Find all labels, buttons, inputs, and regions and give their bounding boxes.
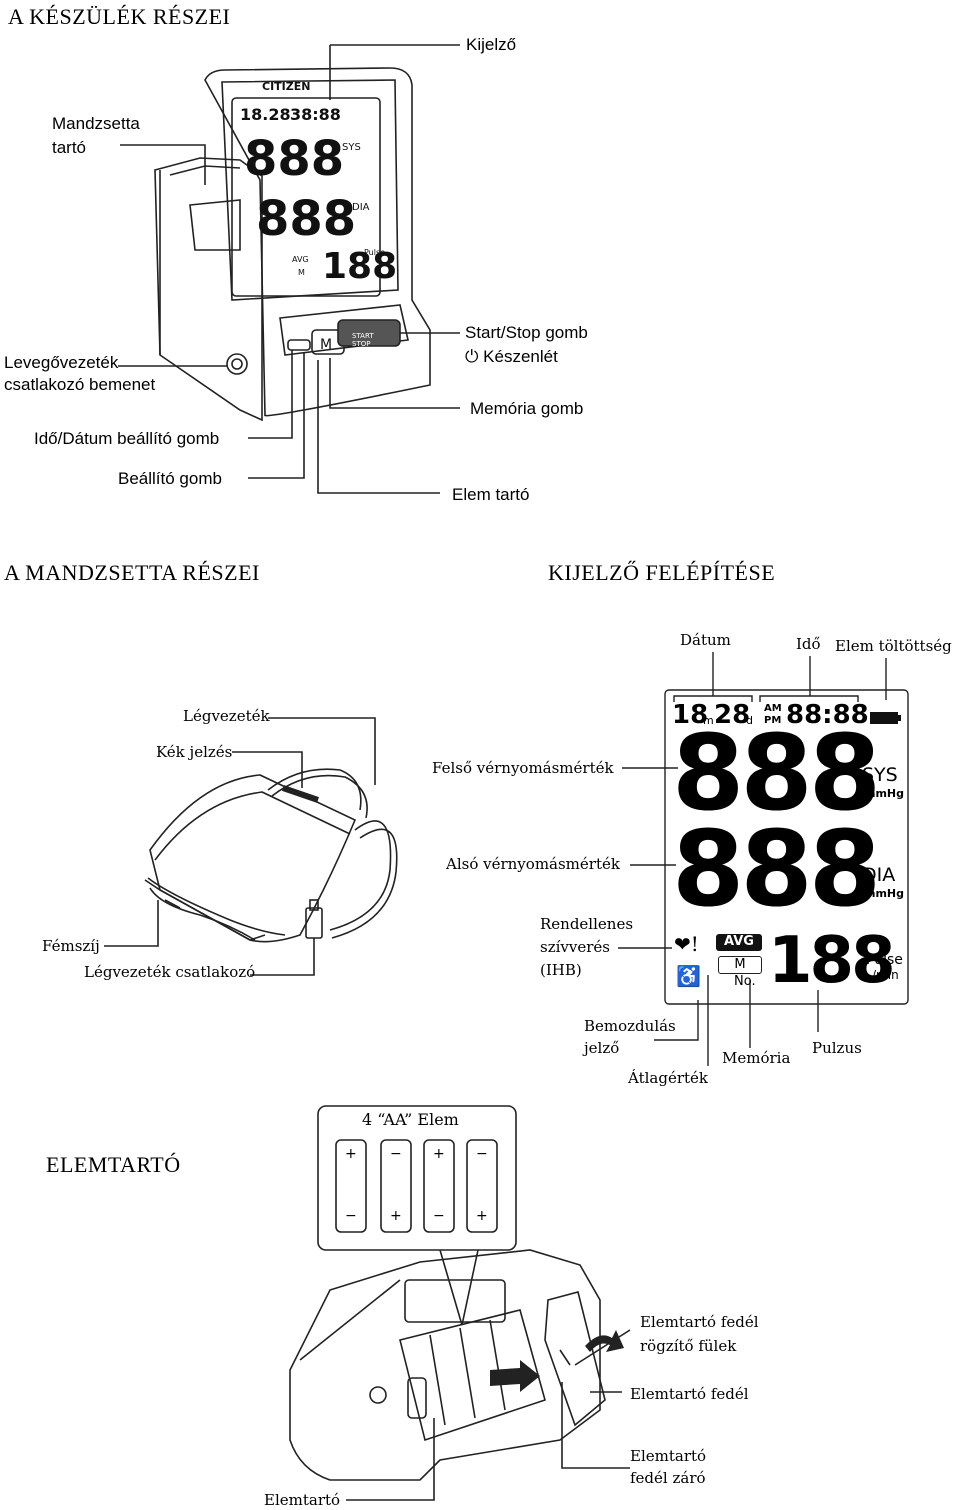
device-brand: CITIZEN [262, 80, 310, 93]
battery-section-title: ELEMTARTÓ [46, 1152, 181, 1177]
label-latch-1: Elemtartó [630, 1447, 707, 1465]
svg-text:AVG: AVG [292, 255, 309, 264]
svg-text:888: 888 [244, 131, 344, 187]
label-cuff-holder-1: Mandzsetta [52, 114, 140, 133]
svg-text:STOP: STOP [352, 340, 370, 348]
label-time-date-button: Idő/Dátum beállító gomb [34, 429, 220, 448]
label-ihb-3: (IHB) [540, 961, 582, 979]
lcd-sys-unit: mmHg [864, 787, 905, 800]
lcd-time: 88:88 [786, 700, 869, 730]
battery-4-top: − [476, 1146, 488, 1162]
label-movement-2: jelző [584, 1039, 620, 1057]
svg-text:M: M [298, 268, 305, 277]
label-start-stop: Start/Stop gomb [465, 323, 588, 342]
label-set-button: Beállító gomb [118, 469, 222, 488]
svg-text:888: 888 [256, 191, 356, 247]
battery-1-top: + [345, 1146, 357, 1162]
lcd-dia-unit: mmHg [864, 887, 905, 900]
label-pulse: Pulzus [812, 1039, 862, 1057]
lcd-am: AM [764, 703, 782, 714]
label-blue-mark: Kék jelzés [156, 743, 233, 761]
label-time: Idő [796, 635, 821, 653]
label-cuff-holder-2: tartó [52, 138, 87, 157]
label-battery-holder-bottom: Elemtartó [264, 1491, 341, 1509]
label-cover-tabs-2: rögzítő fülek [640, 1337, 737, 1355]
lcd-m: M [718, 956, 762, 974]
lcd-pulse-digits: 188 [768, 924, 896, 998]
lcd-per-min: /min [872, 968, 899, 982]
battery-3-bottom: − [433, 1208, 445, 1224]
lcd-pm: PM [764, 715, 782, 726]
device-section-title: A KÉSZÜLÉK RÉSZEI [8, 4, 231, 29]
label-air-tube: Légvezeték [183, 707, 270, 725]
label-movement-1: Bemozdulás [584, 1017, 676, 1035]
svg-text:18.28: 18.28 [240, 105, 291, 124]
lcd-dia-label: DIA [862, 864, 896, 886]
svg-text:38:88: 38:88 [290, 105, 341, 124]
label-latch-2: fedél záró [630, 1469, 706, 1487]
lcd-dia-digits: 888 [672, 808, 881, 930]
label-ihb-1: Rendellenes [540, 915, 634, 933]
battery-3-top: + [433, 1146, 445, 1162]
svg-text:Pulse: Pulse [364, 248, 385, 257]
lcd-sys-label: SYS [862, 764, 898, 786]
ihb-heart-icon: ❤! [674, 932, 699, 956]
lcd-no: No. [734, 974, 756, 989]
svg-text:START: START [352, 332, 374, 340]
label-diastolic: Alsó vérnyomásmérték [446, 855, 620, 873]
svg-text:SYS: SYS [342, 142, 361, 153]
lcd-day-unit: d [746, 714, 753, 727]
battery-callout-title: 4 “AA” Elem [362, 1110, 459, 1129]
label-ihb-2: szívverés [540, 938, 610, 956]
label-memory-button: Memória gomb [470, 399, 584, 418]
label-cover-tabs-1: Elemtartó fedél [640, 1313, 759, 1331]
movement-person-icon: ♿ [676, 964, 701, 988]
label-battery-holder: Elem tartó [452, 485, 530, 504]
battery-2-bottom: + [390, 1208, 402, 1224]
lcd-pulse-label: Pulse [866, 952, 903, 968]
battery-2-top: − [390, 1146, 402, 1162]
label-systolic: Felső vérnyomásmérték [432, 759, 614, 777]
label-air-port-2: csatlakozó bemenet [4, 375, 156, 394]
label-metal-strap: Fémszíj [42, 937, 100, 955]
label-memory: Memória [722, 1049, 791, 1067]
battery-4-bottom: + [476, 1208, 488, 1224]
label-display: Kijelző [466, 35, 517, 54]
svg-text:188: 188 [322, 246, 397, 287]
cuff-section-title: A MANDZSETTA RÉSZEI [4, 560, 260, 585]
lcd-month-unit: m [703, 714, 714, 727]
display-section-title: KIJELZŐ FELÉPÍTÉSE [548, 560, 776, 585]
label-tube-connector: Légvezeték csatlakozó [84, 963, 256, 981]
label-date: Dátum [680, 631, 731, 649]
svg-text:M: M [320, 337, 332, 353]
lcd-sys-digits: 888 [672, 712, 881, 834]
label-standby: ⏻ Készenlét [465, 347, 558, 366]
lcd-avg: AVG [716, 934, 762, 951]
label-air-port-1: Levegővezeték [4, 353, 119, 372]
svg-text:DIA: DIA [352, 202, 370, 213]
label-battery-level: Elem töltöttség [835, 637, 952, 655]
label-average: Átlagérték [628, 1069, 708, 1087]
label-cover: Elemtartó fedél [630, 1385, 749, 1403]
battery-1-bottom: − [345, 1208, 357, 1224]
lcd-day: 28 [714, 700, 751, 730]
lcd-month: 18 [672, 700, 709, 730]
